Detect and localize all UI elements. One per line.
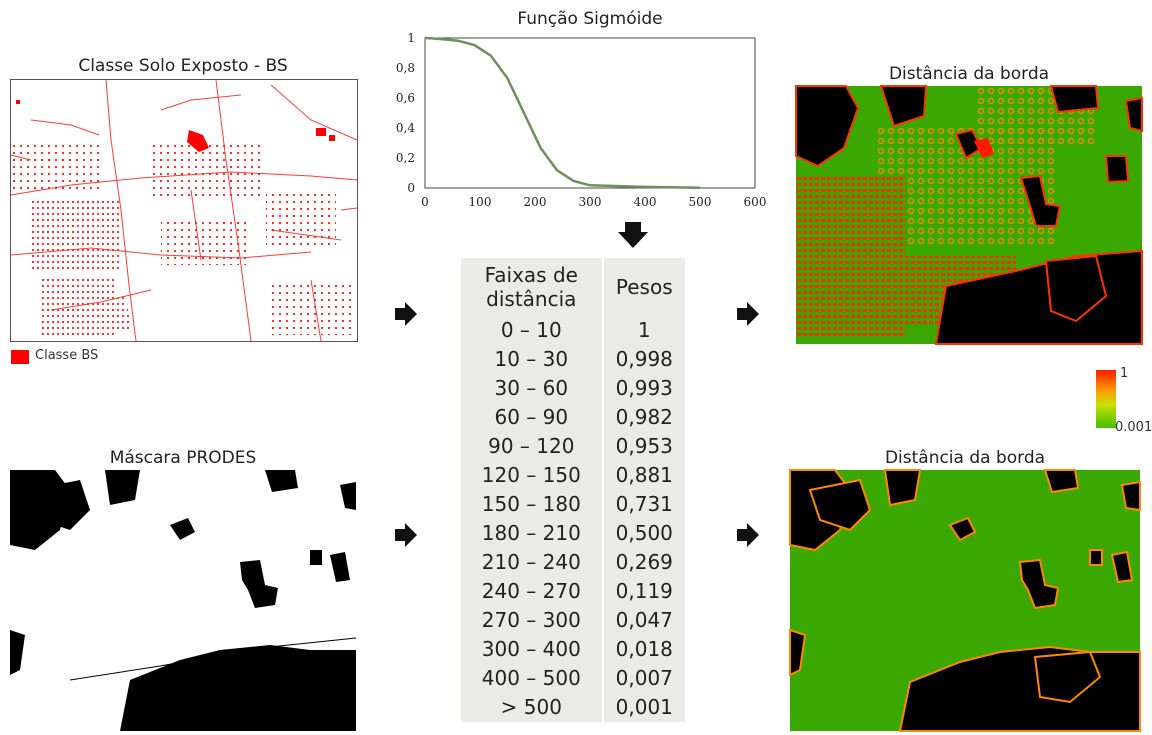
sigmoid-series-line bbox=[424, 36, 701, 190]
table-header-row: Faixas de distância Pesos bbox=[461, 258, 685, 316]
sigmoid-title: Função Sigmóide bbox=[517, 9, 663, 29]
header-distance-bands: Faixas de distância bbox=[461, 258, 604, 316]
edge-distance-title-bottom: Distância da borda bbox=[884, 448, 1046, 468]
table-row: 210 – 240 0,269 bbox=[461, 548, 685, 577]
table-row: > 500 0,001 bbox=[461, 693, 685, 722]
edge-distance-top-graphic bbox=[795, 85, 1143, 345]
header-distance-line1: Faixas de bbox=[484, 263, 578, 287]
weight-cell: 0,018 bbox=[615, 637, 673, 661]
edge-distance-map-top bbox=[795, 85, 1143, 345]
bs-legend-label: Classe BS bbox=[35, 348, 99, 363]
distance-weights-table: Faixas de distância Pesos 0 – 10 1 10 – 30… bbox=[461, 258, 685, 722]
weight-cell: 0,881 bbox=[615, 463, 673, 487]
table-row: 90 – 120 0,953 bbox=[461, 432, 685, 461]
weight-cell: 0,001 bbox=[615, 695, 673, 719]
table-row: 30 – 60 0,993 bbox=[461, 374, 685, 403]
distance-range-cell: 10 – 30 bbox=[461, 345, 604, 374]
y-tick-label: 0,4 bbox=[396, 121, 415, 135]
distance-range-cell: > 500 bbox=[461, 693, 604, 722]
header-weights: Pesos bbox=[615, 275, 673, 299]
edge-distance-title-top: Distância da borda bbox=[888, 64, 1050, 84]
distance-range-cell: 300 – 400 bbox=[461, 635, 604, 664]
header-distance-line2: distância bbox=[486, 287, 577, 311]
y-tick-label: 0,8 bbox=[396, 61, 415, 75]
weight-cell: 0,269 bbox=[615, 550, 673, 574]
x-tick-label: 500 bbox=[689, 195, 712, 209]
distance-range-cell: 150 – 180 bbox=[461, 490, 604, 519]
colorbar-gradient bbox=[1096, 370, 1116, 428]
weight-cell: 0,731 bbox=[615, 492, 673, 516]
x-tick-label: 400 bbox=[634, 195, 657, 209]
weight-cell: 0,119 bbox=[615, 579, 673, 603]
bs-class-map-graphic bbox=[10, 79, 358, 342]
distance-range-cell: 240 – 270 bbox=[461, 577, 604, 606]
table-row: 150 – 180 0,731 bbox=[461, 490, 685, 519]
distance-range-cell: 270 – 300 bbox=[461, 606, 604, 635]
table-row: 10 – 30 0,998 bbox=[461, 345, 685, 374]
x-tick-label: 100 bbox=[469, 195, 492, 209]
weight-cell: 0,007 bbox=[615, 666, 673, 690]
y-tick-label: 1 bbox=[407, 31, 415, 45]
arrow-right-icon bbox=[737, 302, 759, 326]
distance-range-cell: 90 – 120 bbox=[461, 432, 604, 461]
y-tick-label: 0 bbox=[407, 181, 415, 195]
bs-class-title: Classe Solo Exposto - BS bbox=[78, 56, 288, 76]
prodes-mask-graphic bbox=[10, 470, 357, 731]
sigmoid-chart: 0 100 200 300 400 500 600 0 0,2 0,4 0,6 0,8 1 bbox=[396, 31, 767, 209]
colorbar-min-label: 0.001 bbox=[1115, 420, 1152, 435]
distance-range-cell: 210 – 240 bbox=[461, 548, 604, 577]
table-row: 300 – 400 0,018 bbox=[461, 635, 685, 664]
weight-cell: 0,953 bbox=[615, 434, 673, 458]
distance-range-cell: 400 – 500 bbox=[461, 664, 604, 693]
plot-area bbox=[424, 37, 756, 189]
x-tick-label: 600 bbox=[744, 195, 767, 209]
weight-cell: 0,047 bbox=[615, 608, 673, 632]
edge-distance-map-bottom bbox=[789, 469, 1141, 732]
x-tick-label: 200 bbox=[524, 195, 547, 209]
prodes-mask-map bbox=[10, 470, 357, 731]
edge-distance-bottom-graphic bbox=[789, 469, 1141, 732]
weight-cell: 1 bbox=[637, 318, 651, 342]
y-tick-label: 0,2 bbox=[396, 151, 415, 165]
x-tick-label: 300 bbox=[579, 195, 602, 209]
table-row: 180 – 210 0,500 bbox=[461, 519, 685, 548]
distance-range-cell: 30 – 60 bbox=[461, 374, 604, 403]
weight-cell: 0,993 bbox=[615, 376, 673, 400]
arrow-right-icon bbox=[737, 523, 759, 547]
colorbar-max-label: 1 bbox=[1120, 366, 1129, 381]
table-row: 120 – 150 0,881 bbox=[461, 461, 685, 490]
weight-cell: 0,500 bbox=[615, 521, 673, 545]
bs-class-map bbox=[10, 79, 358, 342]
weight-cell: 0,982 bbox=[615, 405, 673, 429]
x-tick-label: 0 bbox=[421, 195, 429, 209]
table-row: 0 – 10 1 bbox=[461, 316, 685, 345]
arrow-right-icon bbox=[395, 523, 417, 547]
bs-legend-swatch bbox=[11, 350, 29, 364]
distance-range-cell: 60 – 90 bbox=[461, 403, 604, 432]
prodes-mask-title: Máscara PRODES bbox=[109, 448, 257, 468]
distance-range-cell: 120 – 150 bbox=[461, 461, 604, 490]
arrow-right-icon bbox=[395, 302, 417, 326]
table-row: 400 – 500 0,007 bbox=[461, 664, 685, 693]
y-tick-label: 0,6 bbox=[396, 91, 415, 105]
arrow-down-icon bbox=[618, 222, 648, 248]
distance-range-cell: 180 – 210 bbox=[461, 519, 604, 548]
table-row: 60 – 90 0,982 bbox=[461, 403, 685, 432]
weight-cell: 0,998 bbox=[615, 347, 673, 371]
table-row: 240 – 270 0,119 bbox=[461, 577, 685, 606]
table-row: 270 – 300 0,047 bbox=[461, 606, 685, 635]
distance-range-cell: 0 – 10 bbox=[461, 316, 604, 345]
